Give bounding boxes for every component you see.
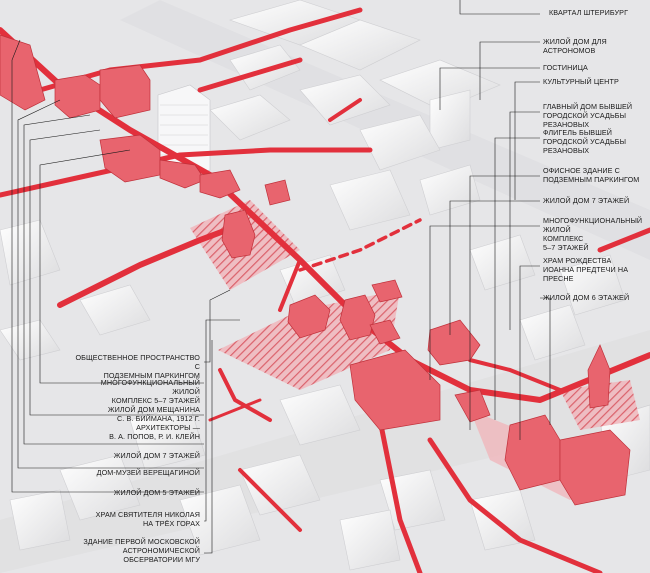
label-kulturny-tsentr: Культурный центр [543, 77, 619, 86]
label-zhiloy-astronomov: Жилой дом для астрономов [543, 37, 607, 55]
label-fligel: Флигель бывшей городской усадьбы Резанов… [543, 128, 627, 155]
label-observatoriya: Здание первой Московской астрономической… [83, 537, 200, 564]
label-hram-rozhdestva: Храм Рождества Иоанна Предтечи на Пресне [543, 256, 629, 283]
label-kvartal: Квартал Штерибург [549, 8, 629, 17]
label-dom-muzey: Дом-музей Верещагиной [96, 468, 200, 477]
label-obshchestvennoe: Общественное пространство с подземным па… [75, 353, 200, 380]
project-buildings [0, 34, 631, 506]
label-zhiloy-6: Жилой дом 6 этажей [543, 293, 630, 302]
label-dom-meshchanina: Жилой дом мещанина С. В. Биймана, 1912 г… [107, 405, 200, 441]
leader-lines [11, 0, 551, 554]
label-hram-nikolaya: Храм Святителя Николая на Трёх Горах [95, 510, 200, 528]
label-zhiloy-7-left: Жилой дом 7 этажей [113, 451, 200, 460]
label-gostinitsa: Гостиница [543, 63, 588, 72]
label-mfk-right: Многофункциональный жилой комплекс 5–7 э… [543, 216, 643, 252]
label-mfk-left: Многофункциональный жилой комплекс 5–7 э… [100, 378, 200, 405]
label-ofisnoe: Офисное здание с подземным паркингом [543, 166, 640, 184]
label-glavny-dom: Главный дом бывшей городской усадьбы Рез… [543, 102, 633, 129]
label-zhiloy-5: Жилой дом 5 этажей [113, 488, 200, 497]
label-zhiloy-7-right: Жилой дом 7 этажей [543, 196, 630, 205]
